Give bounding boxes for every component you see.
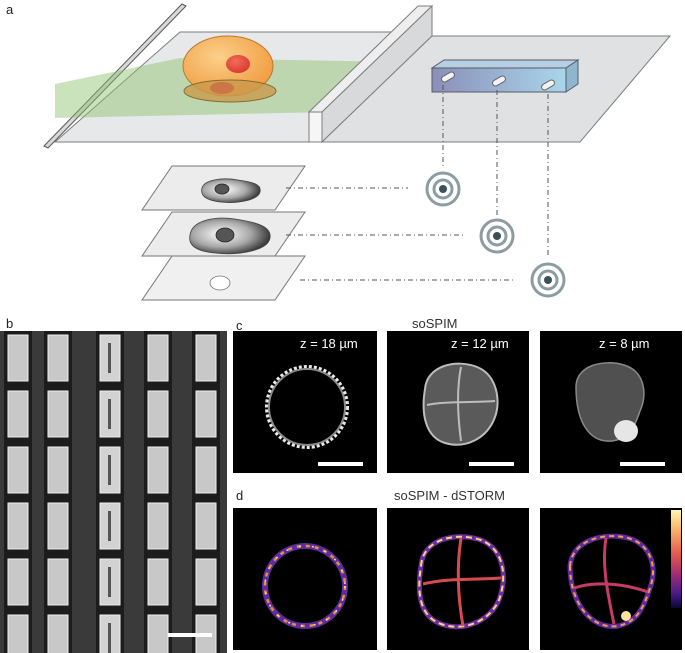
z-label-2: z = 12 µm (451, 336, 509, 351)
target-ring-1 (425, 171, 461, 207)
c-image-2 (387, 331, 529, 473)
scale-bar-c2 (469, 462, 514, 466)
c-image-1 (233, 331, 377, 473)
chip-well (47, 390, 69, 438)
chip-well (47, 614, 69, 653)
chip-well (195, 446, 217, 494)
chip-well (147, 390, 169, 438)
chip-well (147, 446, 169, 494)
chip-well (7, 558, 29, 606)
chip-well (147, 502, 169, 550)
d-image-3 (540, 508, 682, 650)
panel-label-c: c (236, 318, 243, 333)
chip-well (7, 614, 29, 653)
chip-slit (108, 399, 111, 429)
panel-d-title: soSPIM - dSTORM (394, 488, 506, 503)
panel-label-d: d (236, 488, 244, 503)
chip-well (7, 502, 29, 550)
chip-well (47, 446, 69, 494)
chip-well (195, 502, 217, 550)
chip-well (147, 614, 169, 653)
scale-bar-b (168, 633, 212, 637)
chip-well (47, 558, 69, 606)
scale-bar-c3 (620, 462, 665, 466)
mirror-wall-front (308, 111, 323, 143)
target-ring-3 (530, 262, 566, 298)
image-planes (141, 165, 306, 301)
left-mirror-edge (43, 3, 187, 149)
z-label-3: z = 8 µm (599, 336, 650, 351)
chip-slit (108, 567, 111, 597)
chip-well (147, 558, 169, 606)
target-ring-2 (479, 218, 515, 254)
chip-slit (108, 455, 111, 485)
panel-label-b: b (6, 316, 14, 331)
d-image-2 (387, 508, 529, 650)
chip-well (147, 334, 169, 382)
chip-well (195, 334, 217, 382)
chip-well (7, 446, 29, 494)
chip-slit (108, 343, 111, 373)
scale-bar-c1 (318, 462, 363, 466)
chip-well (47, 334, 69, 382)
colorbar (671, 510, 681, 608)
panel-c-title: soSPIM (412, 316, 458, 331)
nucleus (226, 55, 250, 73)
panel-label-a: a (6, 2, 14, 17)
z-label-1: z = 18 µm (300, 336, 358, 351)
chip-slit (108, 511, 111, 541)
d-image-1 (233, 508, 377, 650)
chip-well (195, 558, 217, 606)
chip-well (195, 390, 217, 438)
chip-well (7, 334, 29, 382)
chip-slit (108, 623, 111, 653)
panel-b-chip-image (0, 331, 227, 653)
panel-a-schematic (43, 3, 672, 301)
c-image-3 (540, 331, 682, 473)
nucleus-section (210, 82, 234, 94)
chip-well (47, 502, 69, 550)
chip-well (7, 390, 29, 438)
